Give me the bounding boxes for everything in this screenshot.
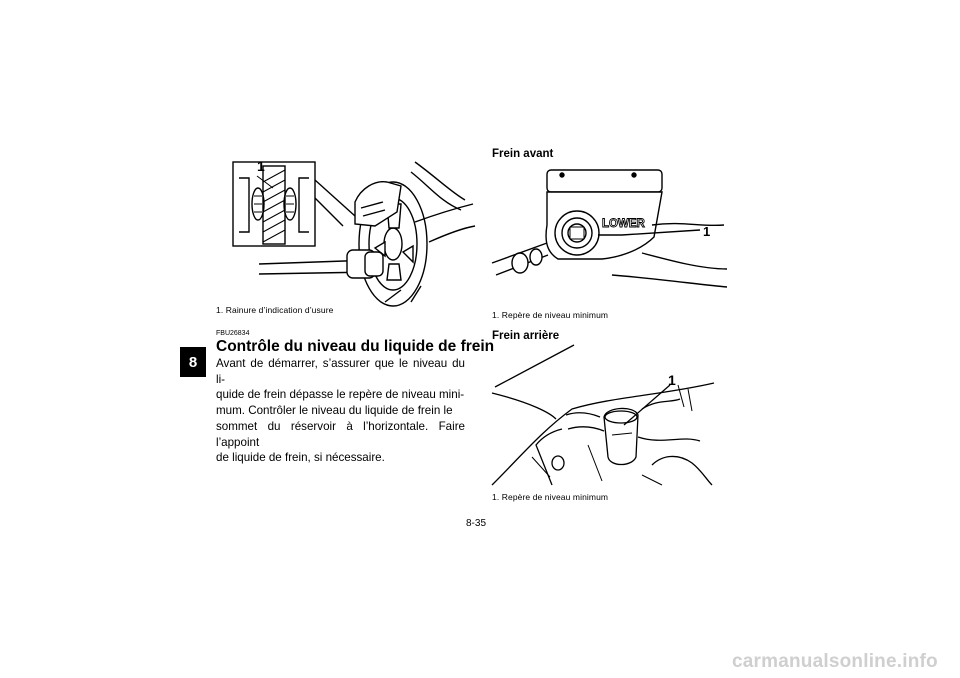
body-line: sommet du réservoir à l’horizontale. Fai… xyxy=(216,419,465,449)
rear-brake-heading: Frein arrière xyxy=(492,330,560,342)
front-callout: 1 xyxy=(703,224,711,239)
body-line: quide de frein dépasse le repère de nive… xyxy=(216,388,465,402)
front-reservoir-illustration: LOWER xyxy=(491,169,728,288)
lower-mark-label: LOWER xyxy=(602,218,645,230)
footer-watermark: carmanualsonline.info xyxy=(732,651,938,672)
chapter-number: 8 xyxy=(188,353,198,371)
page-number: 8-35 xyxy=(466,518,487,529)
body-line: mum. Contrôler le niveau du liquide de f… xyxy=(216,404,453,418)
body-line: de liquide de frein, si nécessaire. xyxy=(216,451,385,465)
chapter-tab: 8 xyxy=(180,347,206,377)
figure-caption: 1. Rainure d’indication d’usure xyxy=(216,305,334,315)
rear-callout: 1 xyxy=(668,372,676,388)
rear-caption: 1. Repère de niveau minimum xyxy=(492,492,609,502)
section-code: FBU26834 xyxy=(216,330,250,337)
figure-callout: 1 xyxy=(257,158,265,174)
front-brake-heading: Frein avant xyxy=(492,148,554,160)
rear-reservoir-illustration xyxy=(491,344,715,486)
brake-pad-illustration xyxy=(232,161,476,307)
section-title: Contrôle du niveau du liquide de frein xyxy=(216,338,495,355)
body-paragraph: Avant de démarrer, s’assurer que le nive… xyxy=(216,356,465,466)
body-line: Avant de démarrer, s’assurer que le nive… xyxy=(216,357,465,386)
front-caption: 1. Repère de niveau minimum xyxy=(492,310,609,320)
